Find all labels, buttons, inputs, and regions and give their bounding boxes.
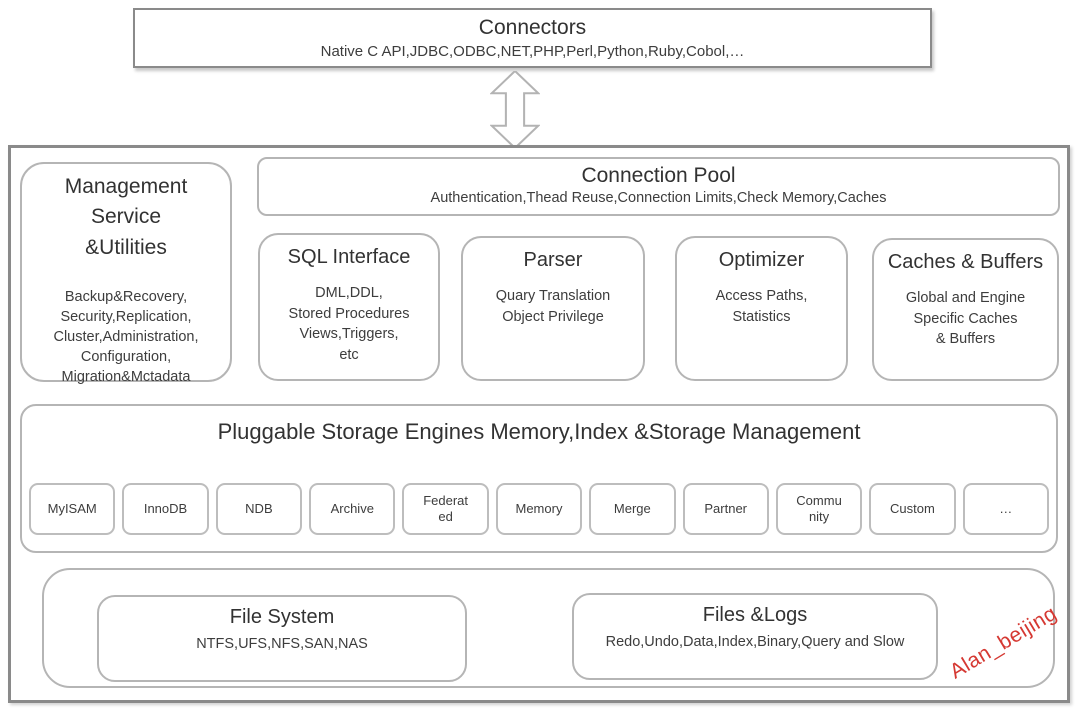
engine-chip-merge: Merge bbox=[589, 483, 676, 535]
sql-interface-body: DML,DDL, Stored Procedures Views,Trigger… bbox=[288, 285, 410, 363]
management-service-box: Management Service &Utilities Backup&Rec… bbox=[20, 162, 232, 385]
engine-chip-memory: Memory bbox=[495, 483, 583, 535]
optimizer-body: Access Paths, Statistics bbox=[715, 288, 808, 325]
connectors-title: Connectors bbox=[478, 16, 587, 39]
engine-chip-archive: Archive bbox=[309, 483, 396, 535]
engine-chip-custom: Custom bbox=[869, 483, 956, 535]
engine-chip-ndb: NDB bbox=[215, 483, 303, 535]
caches-buffers-title: Caches & Buffers bbox=[887, 251, 1044, 273]
files-logs-subtitle: Redo,Undo,Data,Index,Binary,Query and Sl… bbox=[605, 634, 905, 650]
optimizer-title: Optimizer bbox=[718, 249, 805, 271]
connectors-subtitle: Native C API,JDBC,ODBC,NET,PHP,Perl,Pyth… bbox=[320, 43, 745, 60]
connection-pool-subtitle: Authentication,Thead Reuse,Connection Li… bbox=[430, 190, 887, 206]
up-down-arrow-icon bbox=[489, 69, 541, 150]
optimizer-box: Optimizer Access Paths, Statistics bbox=[675, 236, 848, 381]
parser-body: Quary Translation Object Privilege bbox=[495, 288, 611, 325]
engine-chip-innodb: InnoDB bbox=[122, 483, 209, 535]
management-service-body: Backup&Recovery, Security,Replication, C… bbox=[53, 289, 199, 386]
connection-pool-title: Connection Pool bbox=[581, 164, 736, 187]
sql-interface-title: SQL Interface bbox=[287, 246, 411, 268]
files-logs-box: Files &Logs Redo,Undo,Data,Index,Binary,… bbox=[572, 593, 938, 680]
parser-title: Parser bbox=[523, 249, 583, 271]
sql-interface-box: SQL Interface DML,DDL, Stored Procedures… bbox=[258, 233, 440, 381]
management-service-title: Management Service &Utilities bbox=[64, 175, 188, 259]
engine-chip-more: … bbox=[962, 483, 1049, 535]
files-logs-title: Files &Logs bbox=[702, 604, 808, 626]
storage-engines-title: Pluggable Storage Engines Memory,Index &… bbox=[217, 419, 861, 444]
file-system-title: File System bbox=[229, 606, 335, 628]
caches-buffers-body: Global and Engine Specific Caches & Buff… bbox=[905, 290, 1026, 348]
engine-chips-row: MyISAM InnoDB NDB Archive Federat ed Mem… bbox=[29, 483, 1049, 535]
file-system-box: File System NTFS,UFS,NFS,SAN,NAS bbox=[97, 595, 467, 682]
connectors-box: Connectors Native C API,JDBC,ODBC,NET,PH… bbox=[133, 8, 932, 68]
parser-box: Parser Quary Translation Object Privileg… bbox=[461, 236, 645, 381]
connection-pool-box: Connection Pool Authentication,Thead Reu… bbox=[257, 157, 1060, 216]
engine-chip-federated: Federat ed bbox=[402, 483, 489, 535]
caches-buffers-box: Caches & Buffers Global and Engine Speci… bbox=[872, 238, 1059, 381]
engine-chip-community: Commu nity bbox=[775, 483, 863, 535]
engine-chip-myisam: MyISAM bbox=[29, 483, 116, 535]
file-system-subtitle: NTFS,UFS,NFS,SAN,NAS bbox=[196, 636, 368, 652]
storage-engines-box: Pluggable Storage Engines Memory,Index &… bbox=[20, 404, 1058, 553]
engine-chip-partner: Partner bbox=[682, 483, 769, 535]
